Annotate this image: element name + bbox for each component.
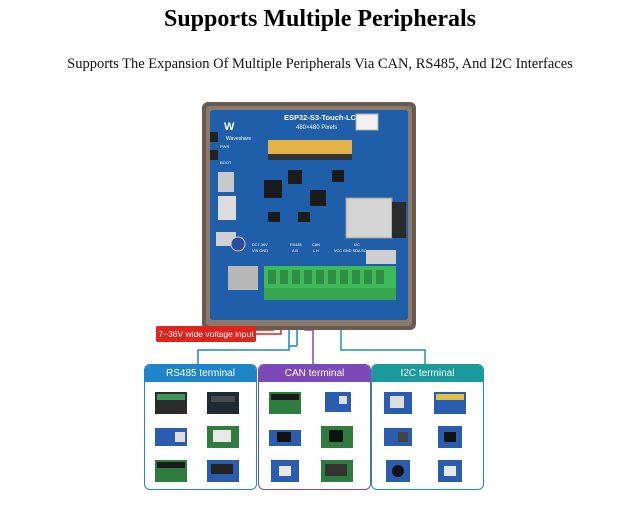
resolution-label: 480×480 Pixels <box>296 125 337 131</box>
panel-can: CAN terminal <box>258 364 371 490</box>
i2c-device-5 <box>386 460 410 482</box>
can-device-6 <box>321 460 353 482</box>
panel-i2c-title: I2C terminal <box>372 365 483 382</box>
panel-i2c: I2C terminal <box>371 364 484 490</box>
header-i2c-pins: VCC GND SDA SCL <box>334 249 369 253</box>
boot-label: BOOT <box>220 160 232 165</box>
i2c-device-4 <box>438 426 462 448</box>
can-device-3 <box>269 430 301 446</box>
page-title: Supports Multiple Peripherals <box>163 6 476 32</box>
brand-label: Waveshare <box>226 136 251 142</box>
can-device-2 <box>325 392 351 412</box>
i2c-device-1 <box>384 392 412 414</box>
voltage-label: 7~36V wide voltage input <box>156 326 256 342</box>
i2c-device-2 <box>434 392 466 414</box>
header-dc-label: DC7-36V <box>252 243 268 247</box>
header-can-label: CAN <box>312 243 320 247</box>
panel-rs485-devices <box>145 382 256 489</box>
can-device-4 <box>321 426 353 448</box>
panel-rs485: RS485 terminal <box>144 364 257 490</box>
pwr-label: PWR <box>220 144 229 149</box>
panel-can-title: CAN terminal <box>259 365 370 382</box>
header-rs485-label: RS485 <box>290 243 302 247</box>
rs485-device-5 <box>155 460 187 482</box>
page-subtitle: Supports The Expansion Of Multiple Perip… <box>67 56 573 72</box>
header-i2c-label: I2C <box>354 243 360 247</box>
esp32-board-image: W Waveshare ESP32-S3-Touch-LCD-4 480×480… <box>198 100 420 336</box>
panel-i2c-devices <box>372 382 483 489</box>
header-rs485-pins: A B <box>292 249 298 253</box>
header-dc-pins: VIN GND <box>252 249 268 253</box>
panel-rs485-title: RS485 terminal <box>145 365 256 382</box>
can-device-1 <box>269 392 301 414</box>
rs485-device-4 <box>207 426 239 448</box>
can-device-5 <box>271 460 299 482</box>
svg-text:W: W <box>224 121 235 133</box>
panel-can-devices <box>259 382 370 489</box>
rs485-device-3 <box>155 428 187 446</box>
header-can-pins: L H <box>313 249 319 253</box>
rs485-device-6 <box>207 460 239 482</box>
i2c-device-3 <box>384 428 412 446</box>
rs485-device-1 <box>155 392 187 414</box>
rs485-device-2 <box>207 392 239 414</box>
i2c-device-6 <box>438 460 462 482</box>
model-label: ESP32-S3-Touch-LCD-4 <box>284 113 369 122</box>
